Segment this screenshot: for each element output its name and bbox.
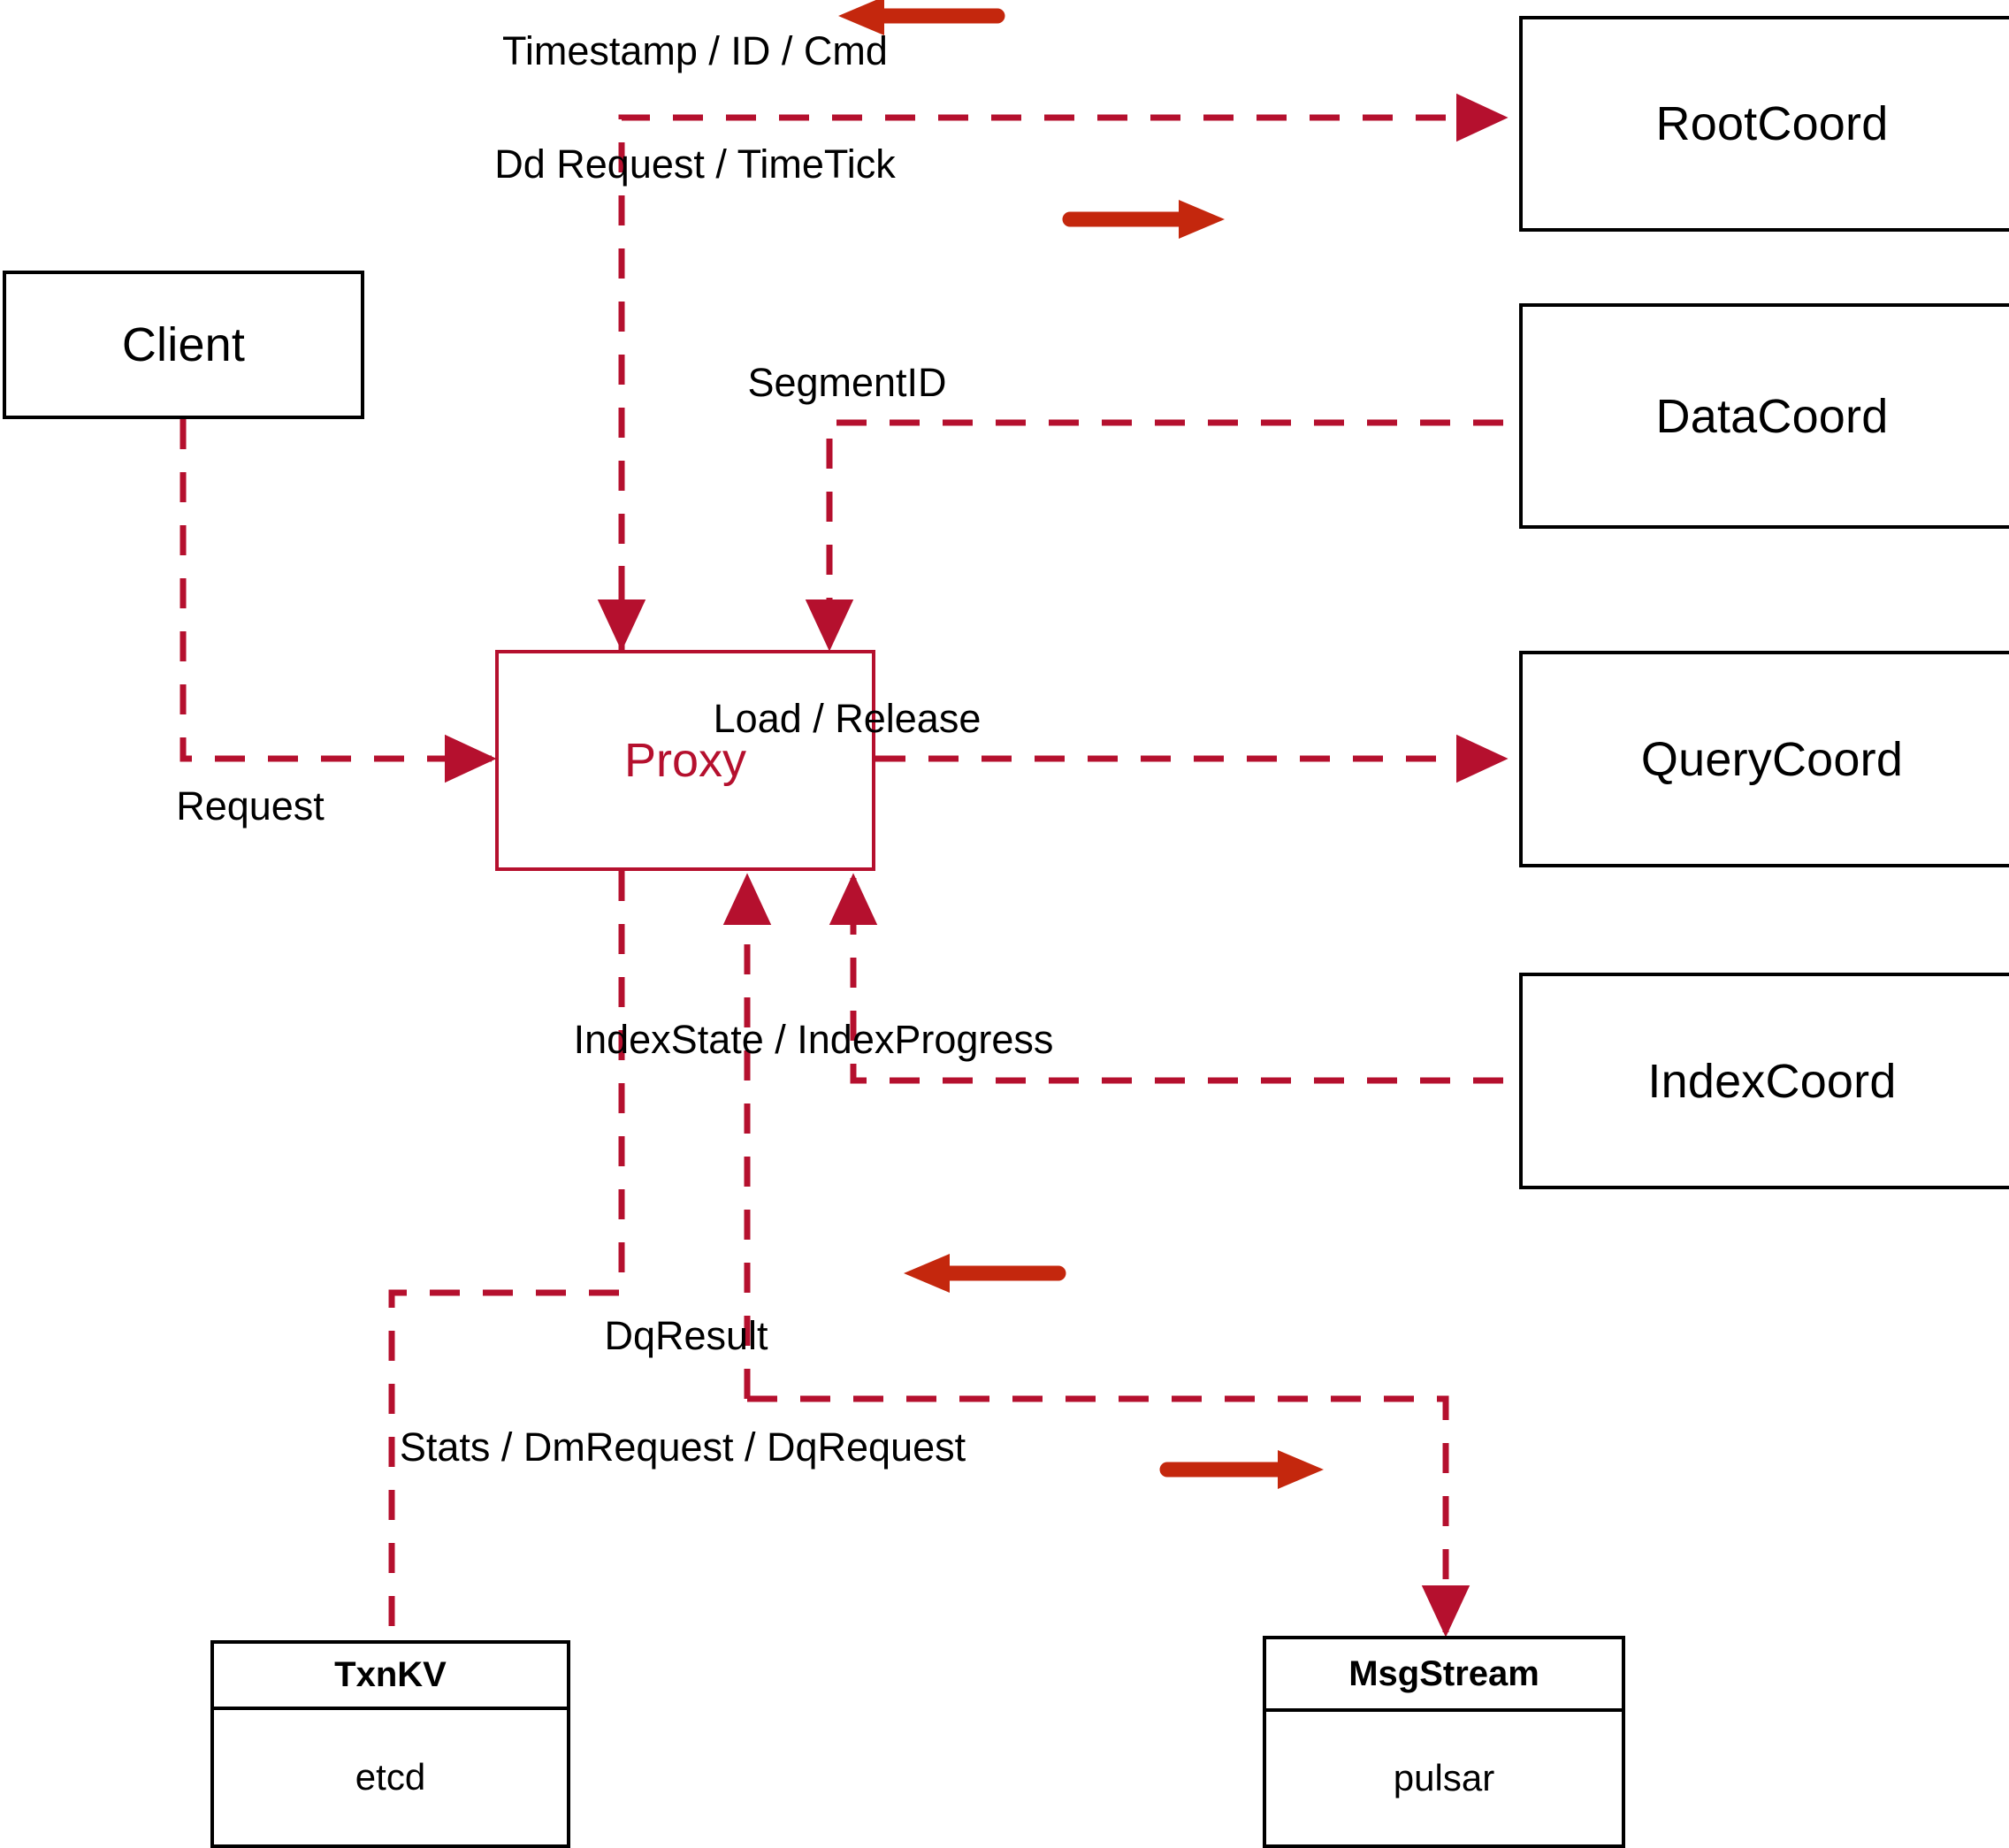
edge-proxy-to-txnkv xyxy=(388,871,625,1640)
edge-label-load-release: Load / Release xyxy=(713,696,982,741)
node-proxy[interactable]: Proxy xyxy=(495,650,875,871)
edge-datacoord-to-proxy xyxy=(805,419,1503,652)
node-txnkv[interactable]: TxnKV etcd xyxy=(210,1640,570,1848)
node-rootcoord-label: RootCoord xyxy=(1655,97,1889,150)
node-datacoord[interactable]: DataCoord xyxy=(1519,303,2009,529)
node-indexcoord-label: IndexCoord xyxy=(1647,1054,1897,1108)
edge-indexcoord-to-proxy xyxy=(829,873,1503,1084)
node-querycoord[interactable]: QueryCoord xyxy=(1519,651,2009,867)
edge-label-timestamp-id-cmd: Timestamp / ID / Cmd xyxy=(502,28,888,73)
node-client[interactable]: Client xyxy=(3,271,364,419)
edge-label-indexstate-indexprogress: IndexState / IndexProgress xyxy=(573,1017,1054,1062)
edge-client-to-proxy xyxy=(180,419,497,783)
node-proxy-label: Proxy xyxy=(623,734,747,787)
arrow-left-icon-timestamp xyxy=(838,0,1005,35)
edge-label-request: Request xyxy=(176,783,325,829)
node-rootcoord[interactable]: RootCoord xyxy=(1519,16,2009,232)
node-msgstream-body: pulsar xyxy=(1393,1757,1495,1798)
node-txnkv-header: TxnKV xyxy=(214,1644,567,1710)
edge-proxy-to-msgstream xyxy=(747,1395,1470,1638)
arrow-right-icon-ddrequest xyxy=(1062,200,1225,239)
node-querycoord-label: QueryCoord xyxy=(1640,732,1904,786)
node-datacoord-label: DataCoord xyxy=(1655,389,1889,443)
edge-label-segmentid: SegmentID xyxy=(747,360,947,405)
edge-label-dd-request-timetick: Dd Request / TimeTick xyxy=(494,141,896,187)
node-msgstream[interactable]: MsgStream pulsar xyxy=(1263,1636,1625,1848)
node-txnkv-body: etcd xyxy=(355,1756,426,1798)
node-indexcoord[interactable]: IndexCoord xyxy=(1519,973,2009,1189)
node-msgstream-header: MsgStream xyxy=(1266,1639,1622,1712)
edge-label-dqresult: DqResult xyxy=(604,1313,768,1358)
arrow-left-icon-dqresult xyxy=(904,1254,1066,1293)
arrow-right-icon-dmrequest xyxy=(1159,1450,1324,1489)
edge-proxy-to-rootcoord xyxy=(618,93,1509,650)
edge-label-stats-dmrequest-dqrequest: Stats / DmRequest / DqRequest xyxy=(399,1424,966,1470)
node-client-label: Client xyxy=(121,318,246,371)
